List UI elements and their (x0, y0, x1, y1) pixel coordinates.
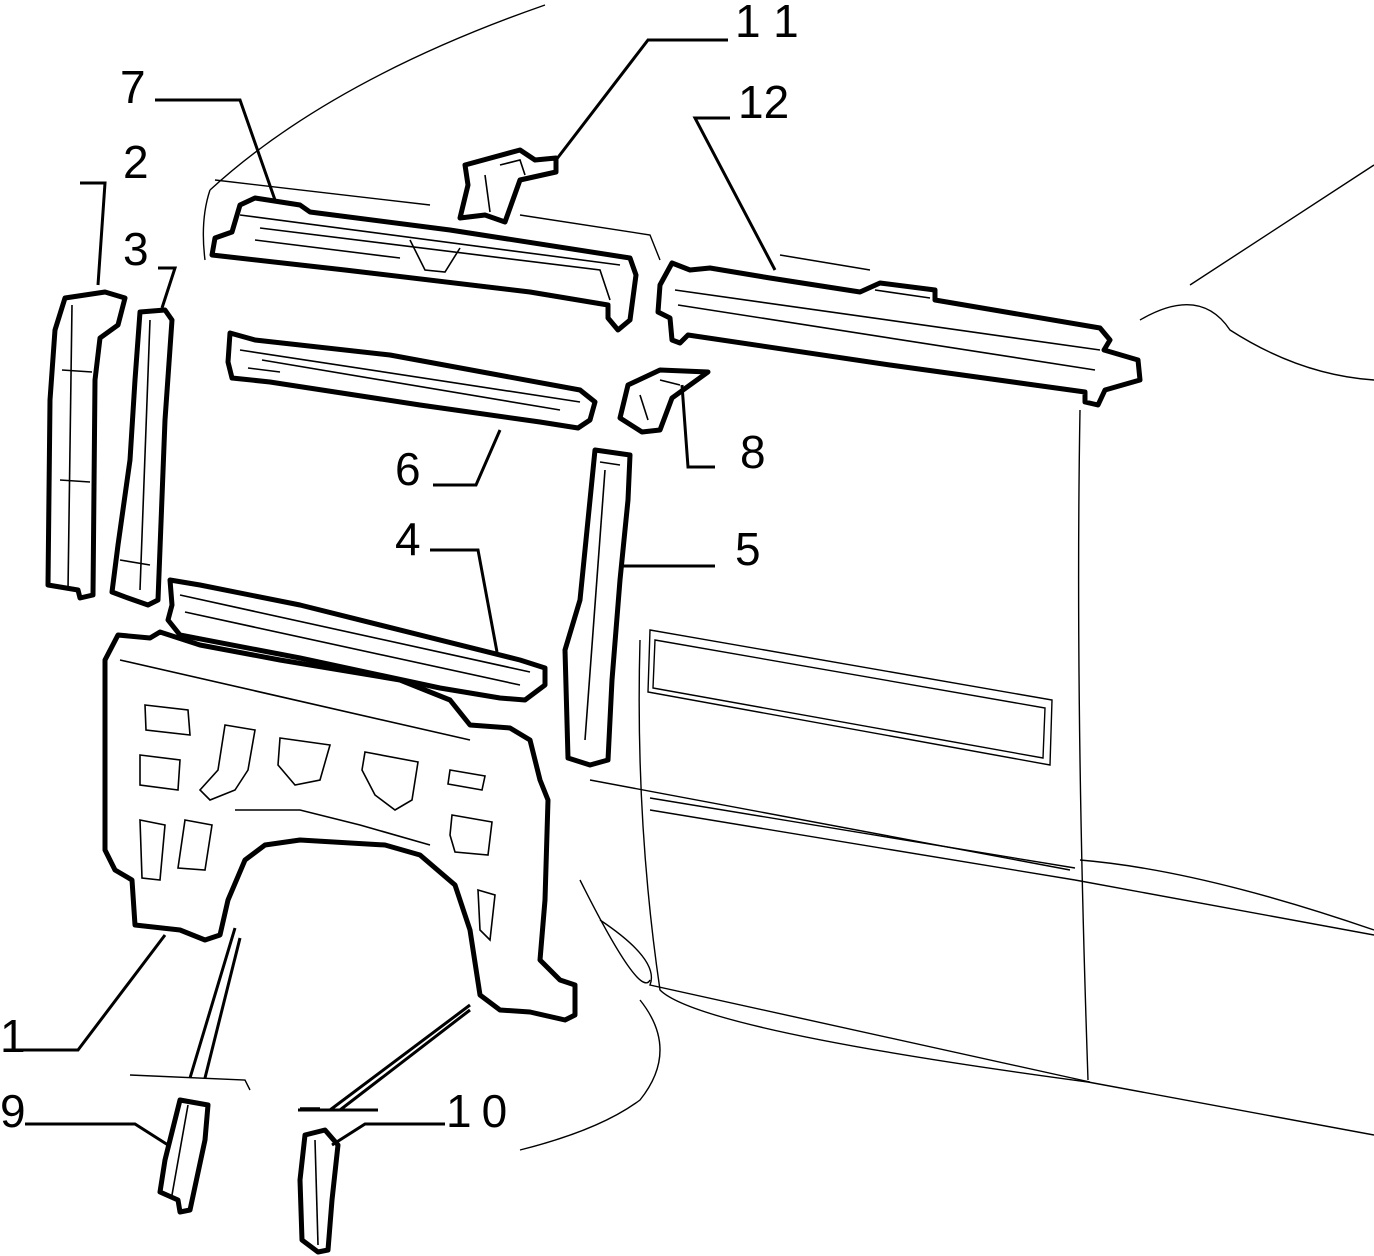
leader-11 (554, 38, 728, 161)
callout-4: 4 (395, 513, 421, 565)
callout-1: 1 (0, 1010, 26, 1062)
part-7-upper-cross-member (209, 195, 639, 333)
leader-10b (329, 1003, 471, 1112)
leader-8 (680, 384, 715, 469)
part-6-cross-beam (225, 330, 598, 431)
callout-numbers: 1 2 3 4 5 6 7 8 9 10 11 12 (0, 0, 815, 1137)
part-8-corner-bracket (617, 367, 711, 435)
leader-2 (80, 181, 107, 286)
leader-9b (188, 927, 237, 1079)
part-4-lower-cross-member (165, 577, 548, 703)
leader-10 (331, 1122, 445, 1147)
part-2-left-pillar (45, 289, 128, 601)
part-9-small-bracket (157, 1097, 211, 1215)
part-10-small-bracket (297, 1127, 341, 1255)
part-5-right-pillar (562, 447, 633, 768)
callout-11: 11 (735, 0, 815, 47)
leader-1 (20, 934, 167, 1052)
part-11-bracket (457, 147, 559, 225)
callout-5: 5 (735, 523, 761, 575)
callout-10: 10 (446, 1085, 517, 1137)
vehicle-body-outline (129, 4, 1374, 1151)
callout-3: 3 (123, 223, 149, 275)
leader-10c (339, 1008, 471, 1112)
callout-6: 6 (395, 443, 421, 495)
leader-3 (158, 266, 178, 309)
part-12-right-cross-member (655, 260, 1143, 408)
leader-4 (430, 548, 499, 653)
callout-9: 9 (0, 1085, 26, 1137)
callout-7: 7 (120, 61, 146, 113)
leader-lines (20, 38, 777, 1147)
leader-9 (25, 1122, 169, 1147)
callout-2: 2 (123, 136, 149, 188)
leader-12 (692, 116, 777, 271)
part-1-main-panel (102, 629, 578, 1023)
leader-6 (433, 429, 502, 487)
leader-7 (155, 98, 277, 201)
leader-9c (203, 937, 242, 1079)
callout-12: 12 (738, 76, 789, 128)
callout-8: 8 (740, 426, 766, 478)
part-3-left-inner-pillar (109, 307, 175, 608)
